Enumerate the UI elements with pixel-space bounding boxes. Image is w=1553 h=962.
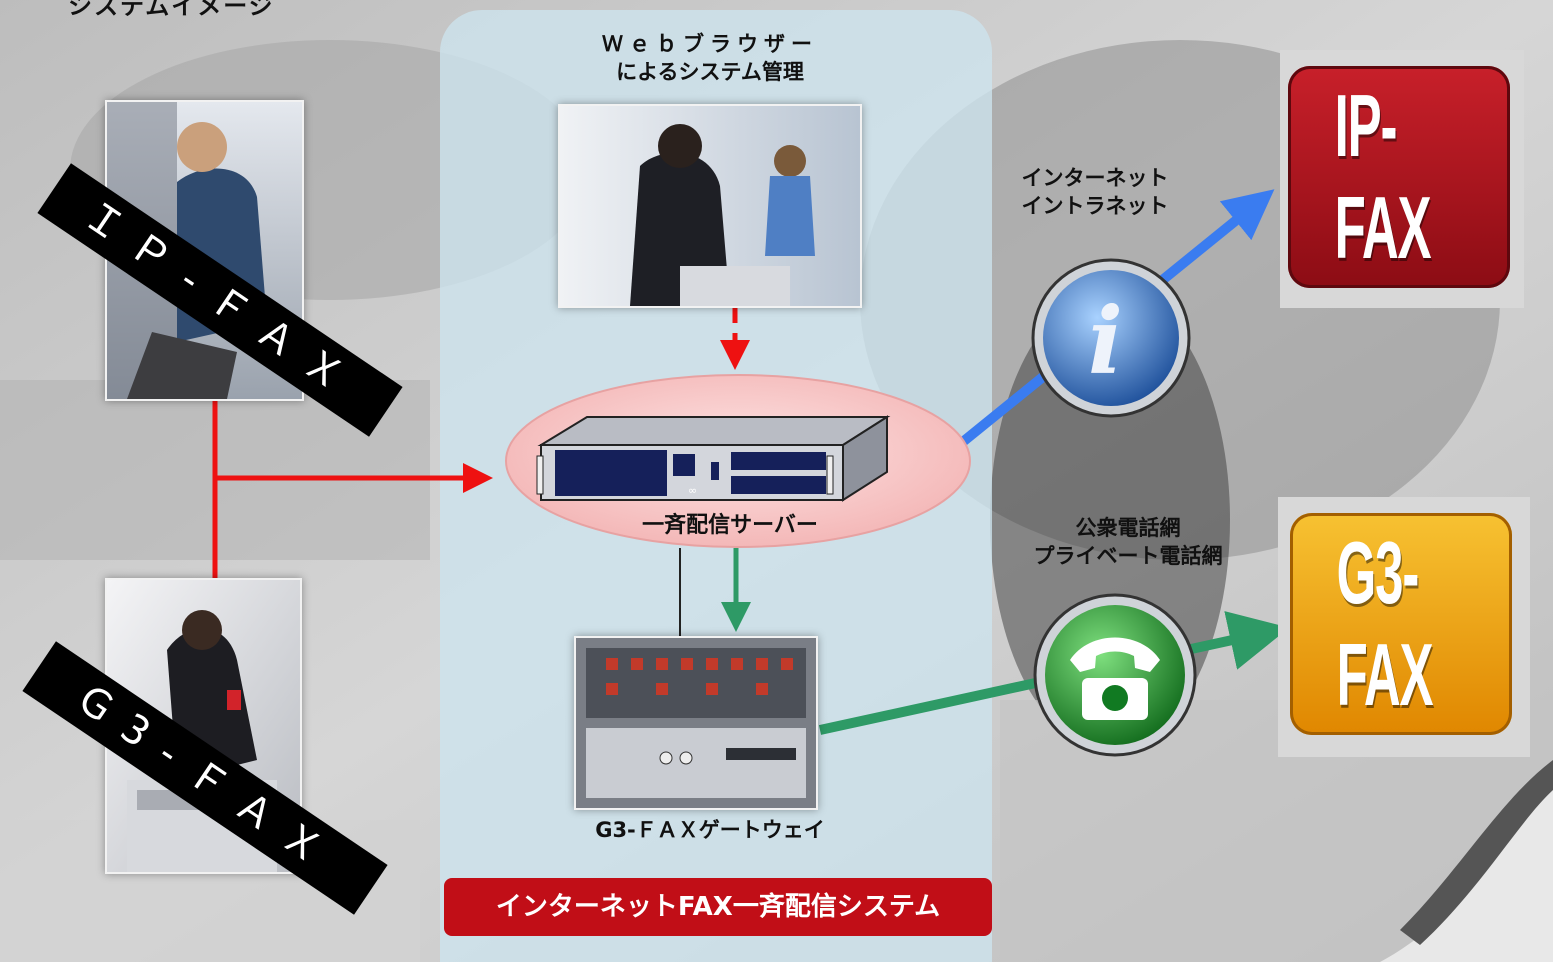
g3fax-tile-text: G3-FAX [1336, 523, 1434, 724]
system-name-banner: インターネットFAX一斉配信システム [444, 878, 992, 936]
internet-globe-icon: i [1031, 258, 1191, 418]
page-title: システムイメージ [68, 0, 275, 20]
web-admin-label-line1: Ｗｅｂブラウザー [602, 32, 818, 56]
gateway-rack-icon [576, 638, 816, 808]
server-ellipse: ∞ [505, 374, 971, 548]
ipfax-tile-text: IP-FAX [1334, 76, 1432, 277]
web-admin-label-line2: によるシステム管理 [616, 60, 804, 84]
web-admin-photo [558, 104, 862, 308]
gateway-photo [574, 636, 818, 810]
phone-network-label-line1: 公衆電話網 [1075, 516, 1181, 540]
office-workers-image [560, 106, 860, 306]
svg-text:i: i [1088, 287, 1123, 395]
gateway-label: G3-ＦＡＸゲートウェイ [595, 818, 825, 842]
g3fax-tile-frame: G3-FAX [1278, 497, 1530, 757]
internet-label-line2: イントラネット [1021, 194, 1169, 218]
web-admin-label: Ｗｅｂブラウザー によるシステム管理 [540, 30, 880, 86]
server-label: 一斉配信サーバー [642, 513, 818, 538]
fujitsu-logo: ∞ [688, 484, 697, 497]
server-icon: ∞ [536, 415, 891, 502]
internet-label-line1: インターネット [1021, 166, 1169, 190]
ipfax-tile-frame: IP-FAX [1280, 50, 1524, 308]
ipfax-tile: IP-FAX [1288, 66, 1510, 288]
phone-network-label: 公衆電話網 プライベート電話網 [988, 514, 1268, 570]
internet-label: インターネット イントラネット [990, 164, 1200, 220]
phone-network-label-line2: プライベート電話網 [1033, 544, 1223, 568]
g3fax-tile: G3-FAX [1290, 513, 1512, 735]
telephone-icon [1033, 593, 1197, 757]
